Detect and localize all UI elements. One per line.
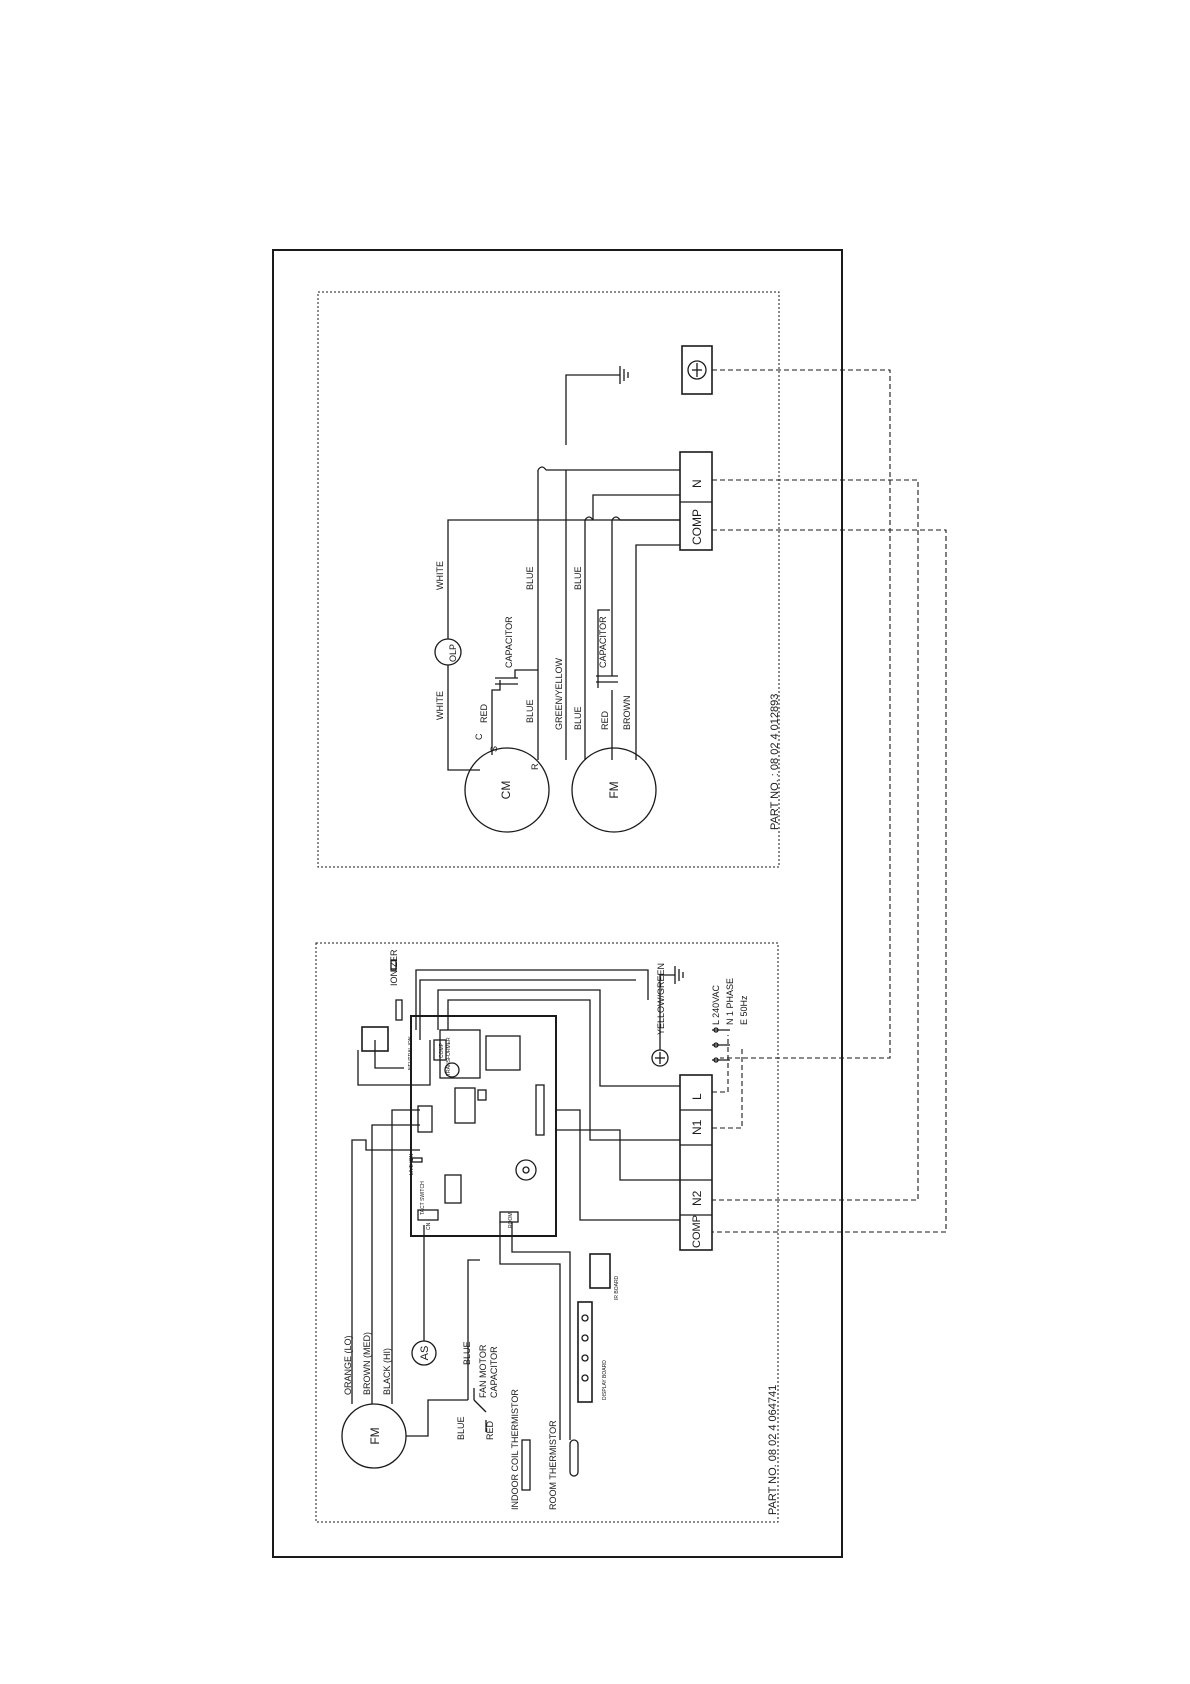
terminal-n2: N2 <box>690 1190 704 1206</box>
terminal-l: L <box>690 1093 704 1100</box>
room-thermistor <box>569 1439 579 1477</box>
compressor-pin-r: R <box>530 763 540 770</box>
power-label-e: E 50Hz <box>739 995 749 1025</box>
interconnect-wiring <box>712 369 947 1233</box>
outdoor-fan-motor-label: FM <box>607 781 621 798</box>
wire-label-green-yellow: GREEN/YELLOW <box>554 657 564 730</box>
wire-label-red-2: RED <box>600 710 610 730</box>
wire-label-white-2: WHITE <box>435 561 445 590</box>
pcb-label-live-ion: LIVE ION <box>409 1153 415 1175</box>
indoor-fan-motor-label: FM <box>368 1427 382 1444</box>
coil-thermistor <box>521 1439 531 1491</box>
ir-board: IR BOARD <box>589 1253 620 1300</box>
terminal-comp-indoor: COMP <box>691 1215 703 1248</box>
ir-board-label: IR BOARD <box>614 1275 620 1300</box>
olp-label: OLP <box>448 644 458 662</box>
outdoor-unit-panel <box>317 291 780 868</box>
compressor-pin-s: S <box>489 746 499 752</box>
wire-label-brown-med: BROWN (MED) <box>362 1332 372 1395</box>
compressor: CM C S R <box>464 733 550 833</box>
outdoor-terminal-block: COMP N <box>679 451 713 551</box>
wire-label-blue-3: BLUE <box>573 706 583 730</box>
overload-protector: OLP <box>434 638 462 666</box>
outdoor-part-no: PART NO. : 08 02 4 012893 <box>769 694 781 830</box>
outdoor-wiring <box>447 366 680 771</box>
wire-label-orange: ORANGE (LO) <box>343 1335 353 1395</box>
fan-capacitor-label-2: CAPACITOR <box>489 1346 499 1398</box>
indoor-wiring <box>351 966 684 1440</box>
wire-label-yellow-green: YELLOW/GREEN <box>656 963 666 1035</box>
outer-frame <box>272 249 843 1558</box>
room-thermistor-label: ROOM THERMISTOR <box>548 1420 558 1510</box>
terminal-n-outdoor: N <box>690 479 704 488</box>
wire-label-white-1: WHITE <box>435 691 445 720</box>
swing-motor-label: AS <box>419 1346 431 1361</box>
wire-label-blue-2: BLUE <box>525 566 535 590</box>
terminal-n1: N1 <box>690 1119 704 1135</box>
indoor-part-no: PART NO. 08 02 4 064741 <box>767 1385 779 1515</box>
display-board-label: DISPLAY BOARD <box>602 1360 608 1400</box>
compressor-label: CM <box>499 781 513 800</box>
coil-thermistor-label: INDOOR COIL THERMISTOR <box>510 1389 520 1510</box>
wire-label-indoor-blue-1: BLUE <box>456 1416 466 1440</box>
wire-label-blue-1: BLUE <box>525 699 535 723</box>
wire-label-red-1: RED <box>479 703 489 723</box>
wire-label-brown: BROWN <box>622 696 632 731</box>
power-supply <box>712 1027 730 1063</box>
capacitor-1-label: CAPACITOR <box>504 616 514 668</box>
terminal-comp-outdoor: COMP <box>690 509 704 545</box>
power-label-l: L 240VAC <box>711 984 721 1025</box>
pcb-label-transformer: TRANSFORMER <box>446 1037 452 1076</box>
ionizer-label: IONIZER <box>389 949 399 986</box>
indoor-terminal-block: COMP N2 N1 L <box>679 1074 713 1251</box>
pcb-label-comp: COMP <box>439 1042 445 1058</box>
outdoor-fan-motor: FM <box>571 747 657 833</box>
swing-motor: AS <box>411 1340 437 1366</box>
outdoor-ground-terminal <box>681 345 713 395</box>
wire-label-black: BLACK (HI) <box>382 1348 392 1395</box>
wire-label-indoor-blue-2: BLUE <box>462 1341 472 1365</box>
pcb-label-room: ROOM <box>508 1212 514 1228</box>
compressor-pin-c: C <box>474 733 484 740</box>
indoor-fan-motor: FM <box>341 1403 407 1469</box>
wire-label-indoor-red: RED <box>485 1420 495 1440</box>
fan-capacitor-label-1: FAN MOTOR <box>478 1344 488 1398</box>
ionizer-module <box>361 959 403 1052</box>
pcb-label-neutral: NEUTRAL ION <box>408 1036 414 1070</box>
control-pcb: TRANSFORMER COMP NEUTRAL ION LIVE ION TA… <box>408 1015 557 1237</box>
capacitor-2-label: CAPACITOR <box>598 616 608 668</box>
wire-label-blue-4: BLUE <box>573 566 583 590</box>
pcb-label-cn: CN <box>426 1222 432 1230</box>
indoor-unit-panel <box>315 942 779 1523</box>
display-board: DISPLAY BOARD <box>577 1301 608 1403</box>
pcb-label-tact-switch: TACT SWITCH <box>420 1181 426 1215</box>
power-label-n: N 1 PHASE <box>725 978 735 1025</box>
